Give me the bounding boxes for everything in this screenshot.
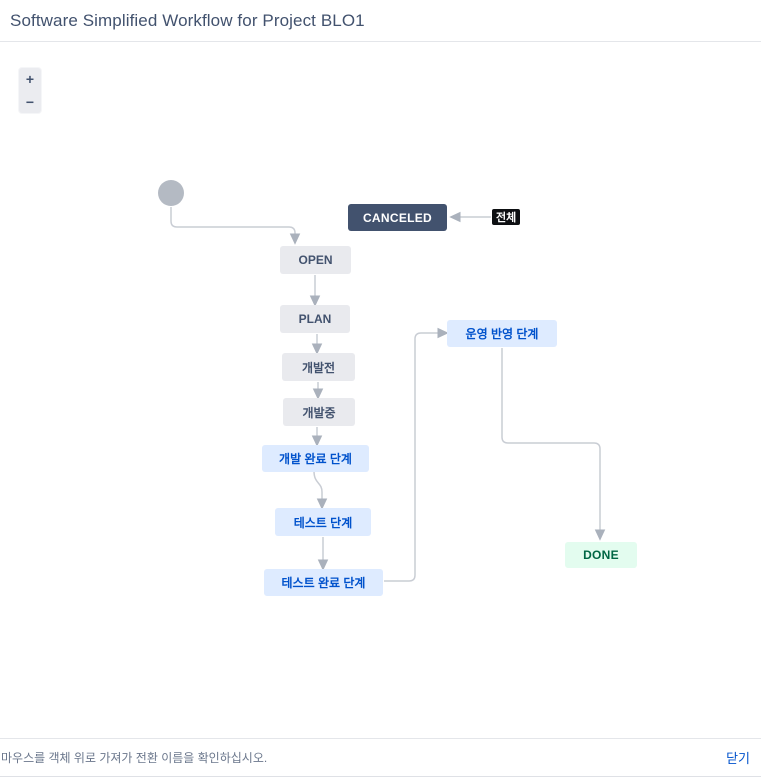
close-link[interactable]: 닫기 xyxy=(726,751,750,766)
edge-ops-to-done xyxy=(501,348,606,541)
node-test-stage[interactable]: 테스트 단계 xyxy=(275,508,371,536)
zoom-panel: + − xyxy=(19,68,41,113)
node-canceled[interactable]: CANCELED xyxy=(348,204,447,231)
workflow-header: Software Simplified Workflow for Project… xyxy=(0,0,761,42)
footer-bar: 마우스를 객체 위로 가져가 전환 이름을 확인하십시오. 닫기 xyxy=(0,738,761,777)
start-node xyxy=(158,180,184,206)
edge-dev-complete-to-test xyxy=(313,470,328,510)
node-open[interactable]: OPEN xyxy=(280,246,351,274)
edge-start-to-open xyxy=(170,207,301,245)
node-development-complete[interactable]: 개발 완료 단계 xyxy=(262,445,369,472)
page-title: Software Simplified Workflow for Project… xyxy=(10,10,365,30)
zoom-out-button[interactable]: − xyxy=(19,91,41,114)
hover-hint-text: 마우스를 객체 위로 가져가 전환 이름을 확인하십시오. xyxy=(1,751,268,765)
edge-test-complete-to-ops xyxy=(384,327,449,582)
node-in-development[interactable]: 개발중 xyxy=(283,398,355,426)
transition-label-all: 전체 xyxy=(492,209,521,225)
node-plan[interactable]: PLAN xyxy=(280,305,350,333)
node-ops-deploy[interactable]: 운영 반영 단계 xyxy=(447,320,557,347)
zoom-in-button[interactable]: + xyxy=(19,68,41,91)
node-done[interactable]: DONE xyxy=(565,542,637,568)
node-test-complete[interactable]: 테스트 완료 단계 xyxy=(264,569,383,596)
node-before-development[interactable]: 개발전 xyxy=(282,353,355,381)
